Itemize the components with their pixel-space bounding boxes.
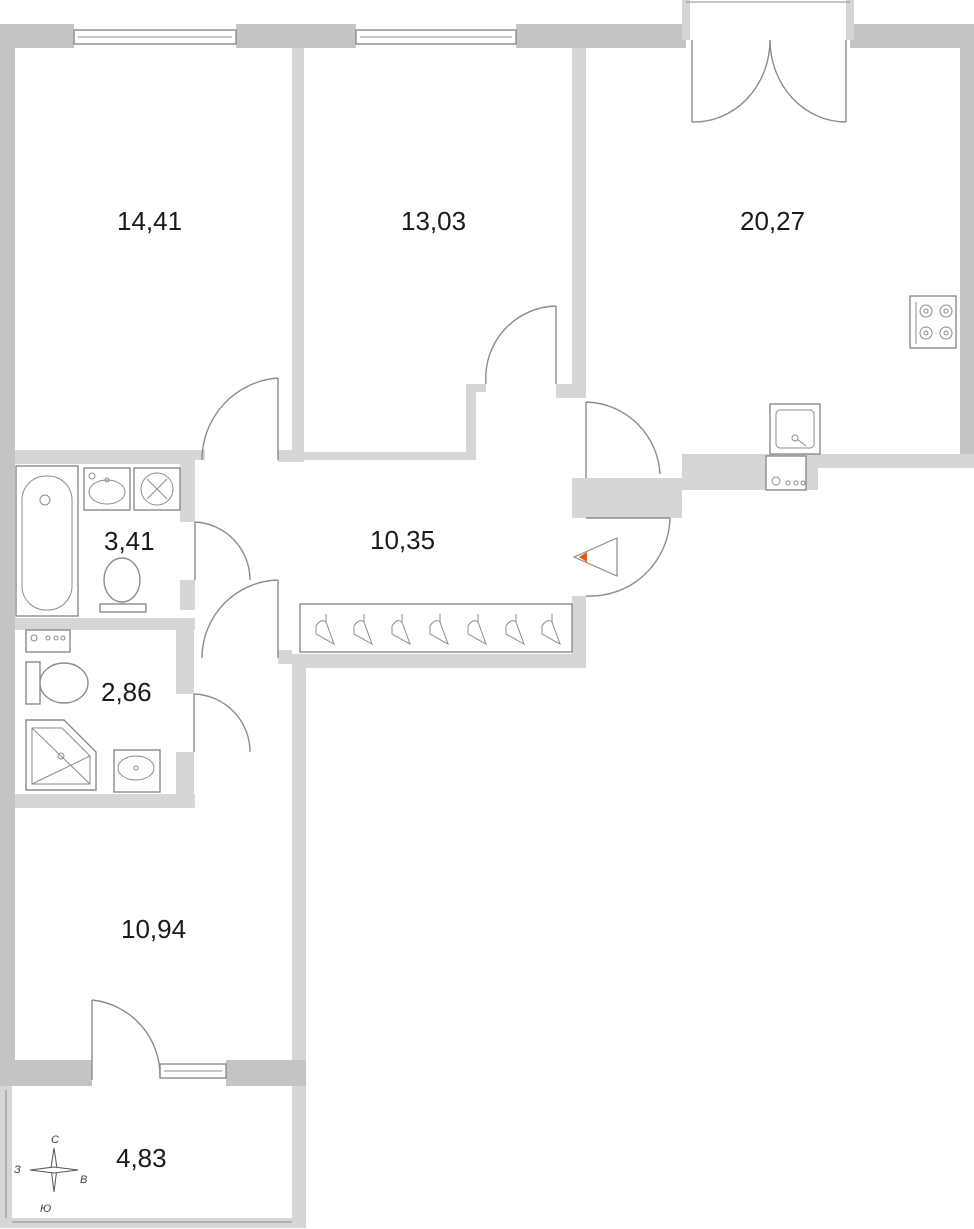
hanger-icon: [429, 614, 449, 646]
hanger-icon: [315, 614, 335, 646]
room-area-balcony: 4,83: [116, 1143, 167, 1173]
room-area-bedroom-middle: 13,03: [401, 206, 466, 236]
wc-fixtures: [25, 629, 161, 793]
interior-walls: [15, 48, 818, 1060]
hanger-icon: [353, 614, 373, 646]
room-area-bedroom-left: 14,41: [117, 206, 182, 236]
compass-west: З: [14, 1164, 21, 1176]
room-area-bathroom: 3,41: [104, 526, 155, 556]
exterior-walls: [0, 24, 974, 1228]
room-area-hall: 10,35: [370, 525, 435, 555]
entrance-marker-icon: [572, 537, 618, 577]
compass-rose-icon: С Ю З В: [14, 1134, 87, 1215]
hanger-icon: [467, 614, 487, 646]
hanger-icon: [541, 614, 561, 646]
compass-south: Ю: [40, 1203, 51, 1215]
kitchen-fixtures: [765, 295, 957, 491]
compass-east: В: [80, 1174, 87, 1186]
windows: [73, 29, 517, 1079]
hanger-icon: [505, 614, 525, 646]
compass-north: С: [51, 1134, 59, 1146]
doors: [91, 0, 854, 1080]
bathroom-fixtures: [15, 465, 181, 617]
room-area-kitchen-living: 20,27: [740, 206, 805, 236]
room-area-wc-shower: 2,86: [101, 677, 152, 707]
hanger-icon: [391, 614, 411, 646]
room-area-bedroom-bottom: 10,94: [121, 914, 186, 944]
wardrobe: [299, 603, 573, 653]
room-labels: 14,41 13,03 20,27 3,41 10,35 2,86 10,94 …: [101, 206, 805, 1173]
